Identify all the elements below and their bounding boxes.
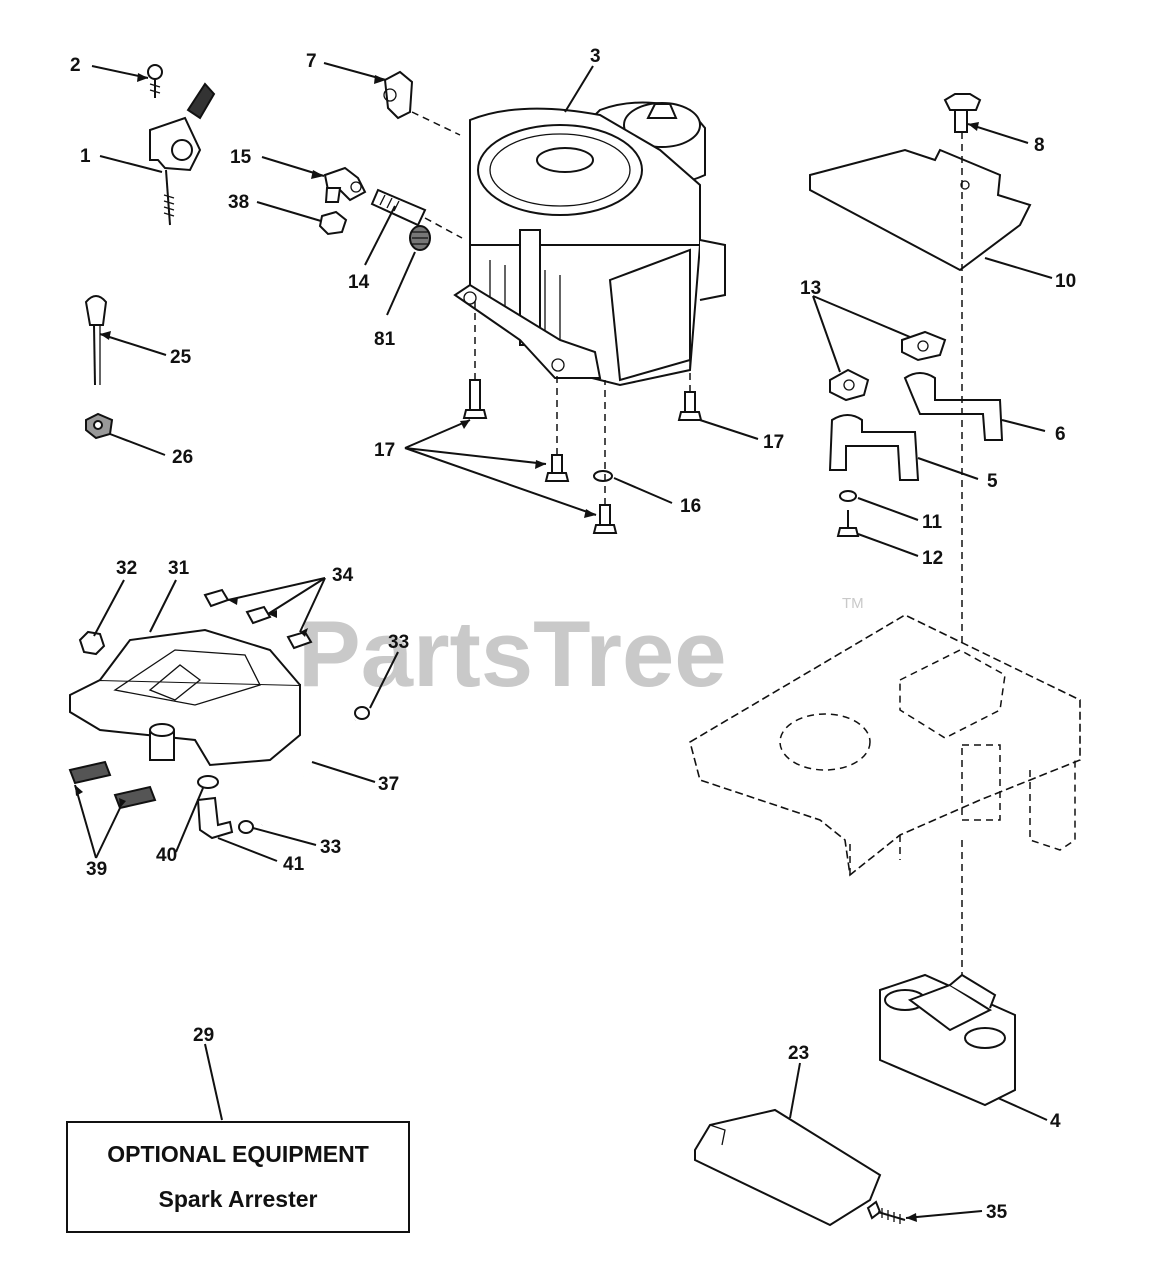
optional-equipment-subtitle: Spark Arrester (158, 1186, 318, 1212)
callout-16[interactable]: 16 (680, 496, 701, 517)
grommet-part[interactable] (197, 775, 219, 789)
exhaust-pipe-part[interactable] (828, 372, 1004, 481)
callout-13[interactable]: 13 (800, 278, 821, 299)
drain-pipe-part[interactable] (370, 188, 427, 227)
choke-cable-part[interactable] (84, 295, 108, 386)
exhaust-bolt-part[interactable] (836, 510, 860, 537)
callout-81[interactable]: 81 (374, 329, 396, 350)
callout-10[interactable]: 10 (1055, 271, 1076, 292)
callout-5[interactable]: 5 (987, 471, 998, 492)
engine-part[interactable] (453, 101, 726, 387)
callout-26[interactable]: 26 (172, 447, 193, 468)
callout-41[interactable]: 41 (283, 854, 305, 875)
callout-8[interactable]: 8 (1034, 135, 1045, 156)
throttle-control-part[interactable] (149, 82, 216, 226)
nut-part[interactable] (85, 412, 114, 440)
throttle-screw-part[interactable] (147, 64, 163, 98)
callout-40[interactable]: 40 (156, 845, 177, 866)
watermark-trademark: TM (842, 595, 864, 612)
shield-screw-part[interactable] (866, 1200, 906, 1224)
callout-15[interactable]: 15 (230, 147, 252, 168)
callout-34[interactable]: 34 (332, 565, 354, 586)
plate-part[interactable] (809, 148, 1032, 272)
callout-3[interactable]: 3 (590, 46, 601, 67)
callout-38[interactable]: 38 (228, 192, 249, 213)
alignment-lines (411, 111, 963, 980)
callout-29[interactable]: 29 (193, 1025, 214, 1046)
elbow-fitting-part[interactable] (323, 166, 367, 203)
shield-part[interactable] (694, 1108, 882, 1227)
flat-washer-part[interactable] (593, 470, 613, 482)
callout-33-bottom[interactable]: 33 (320, 837, 341, 858)
optional-equipment-box: OPTIONAL EQUIPMENT Spark Arrester (66, 1121, 410, 1233)
pad-large-part[interactable] (68, 760, 157, 810)
callouts: 1 2 3 4 5 6 7 8 10 11 12 13 14 15 16 17 … (70, 46, 1076, 1223)
fitting-part[interactable] (196, 796, 234, 840)
pad-part[interactable] (203, 588, 313, 650)
clip-part[interactable] (383, 70, 414, 120)
callout-23[interactable]: 23 (788, 1043, 809, 1064)
hex-nut-part[interactable] (318, 210, 348, 236)
callout-1[interactable]: 1 (80, 146, 91, 167)
optional-equipment-title: OPTIONAL EQUIPMENT (107, 1141, 369, 1167)
callout-17-right[interactable]: 17 (763, 432, 784, 453)
chassis-frame (689, 614, 1081, 877)
callout-7[interactable]: 7 (306, 51, 317, 72)
callout-4[interactable]: 4 (1050, 1111, 1061, 1132)
callout-32[interactable]: 32 (116, 558, 137, 579)
callout-31[interactable]: 31 (168, 558, 190, 579)
leader-arrowheads (75, 73, 979, 1222)
callout-37[interactable]: 37 (378, 774, 399, 795)
callout-2[interactable]: 2 (70, 55, 81, 76)
muffler-part[interactable] (879, 973, 1016, 1107)
callout-39[interactable]: 39 (86, 859, 107, 880)
spark-cap-part[interactable] (78, 630, 106, 656)
watermark-brand: PartsTree (298, 601, 727, 706)
drain-cap-part[interactable] (409, 225, 431, 251)
washer-part[interactable] (839, 490, 857, 502)
callout-12[interactable]: 12 (922, 548, 943, 569)
callout-6[interactable]: 6 (1055, 424, 1066, 445)
callout-35[interactable]: 35 (986, 1202, 1008, 1223)
callout-11[interactable]: 11 (922, 512, 943, 533)
callout-14[interactable]: 14 (348, 272, 370, 293)
gasket-part[interactable] (829, 330, 947, 402)
knob-part[interactable] (943, 93, 982, 133)
callout-25[interactable]: 25 (170, 347, 192, 368)
mounting-bolt-part[interactable] (462, 379, 703, 534)
callout-33-top[interactable]: 33 (388, 632, 409, 653)
callout-17-left[interactable]: 17 (374, 440, 395, 461)
spark-arrester-muffler-part[interactable] (69, 628, 301, 767)
hose-part[interactable] (260, 719, 357, 826)
hose-clamp-part[interactable] (238, 706, 370, 834)
